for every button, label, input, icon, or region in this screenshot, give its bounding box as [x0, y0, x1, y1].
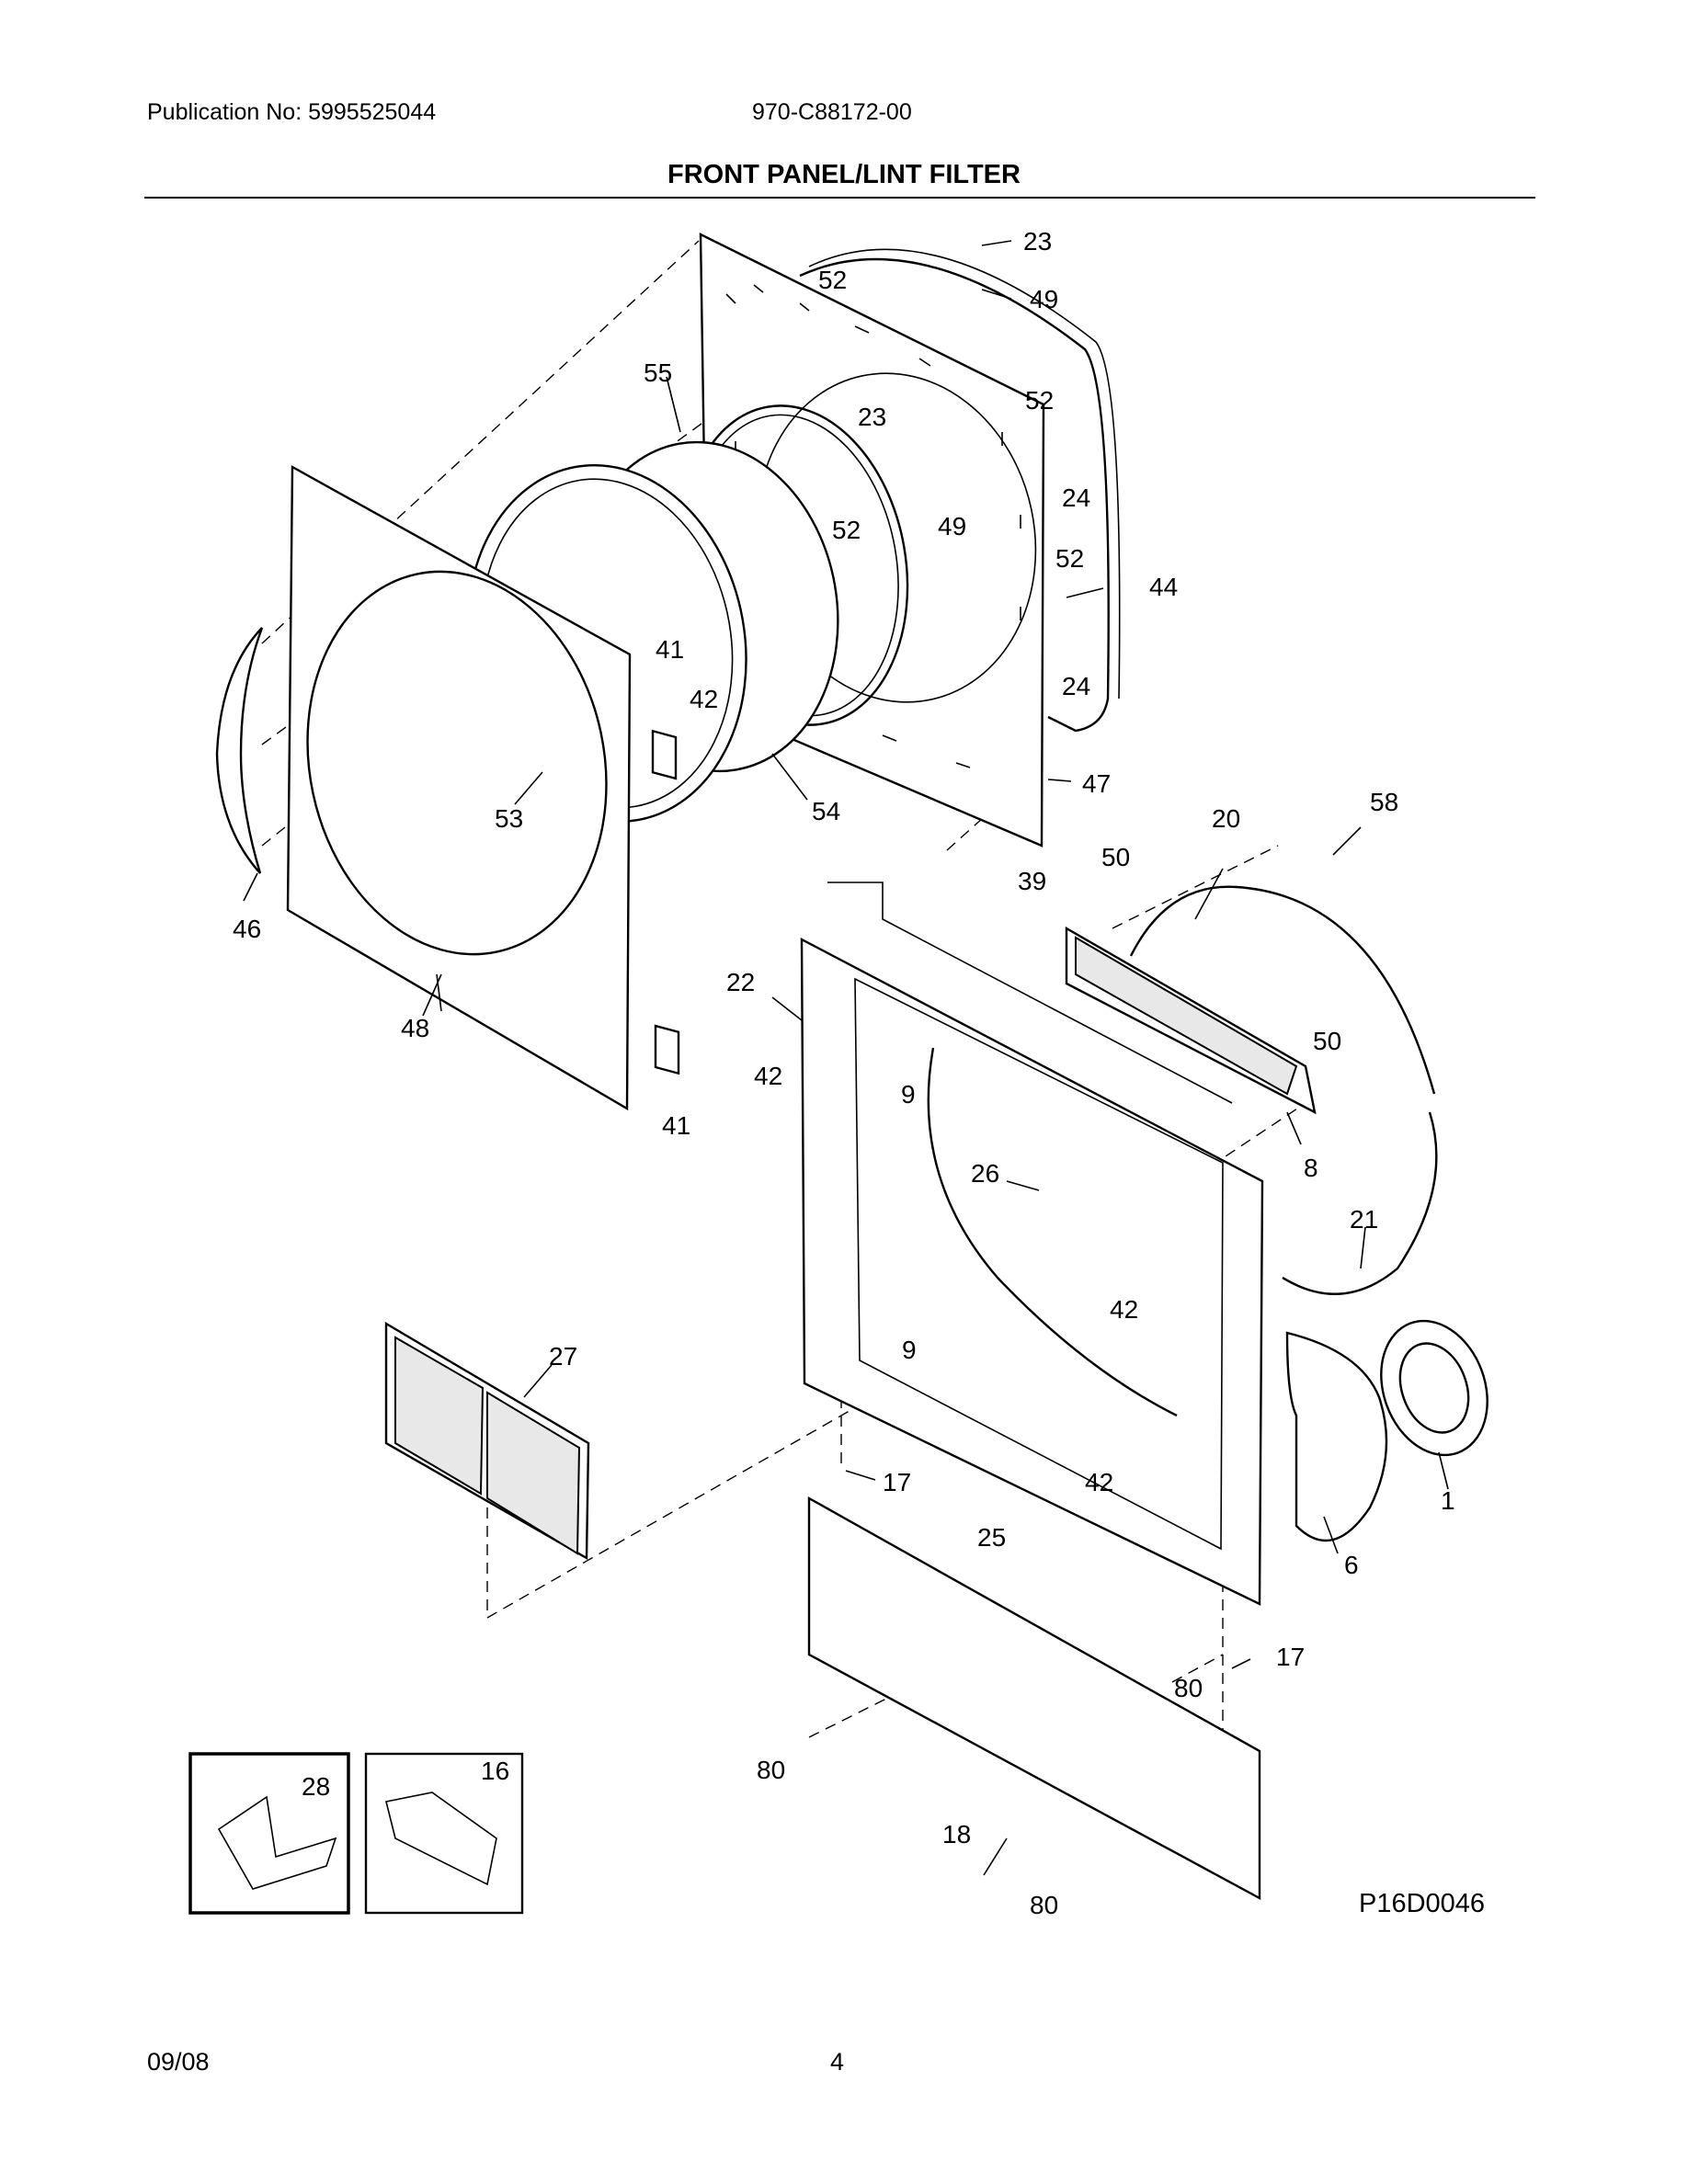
callout-17: 17	[883, 1468, 911, 1496]
callout-42: 42	[754, 1062, 782, 1090]
model-code: 970-C88172-00	[752, 99, 912, 125]
callout-42: 42	[1110, 1295, 1138, 1324]
callout-42: 42	[690, 685, 718, 713]
callout-20: 20	[1212, 804, 1240, 833]
callout-47: 47	[1082, 769, 1111, 798]
callout-44: 44	[1149, 573, 1178, 601]
lint-filter	[384, 1321, 590, 1561]
callout-28: 28	[302, 1772, 330, 1801]
callout-41: 41	[656, 635, 684, 664]
callout-49: 49	[938, 512, 966, 540]
footer-date: 09/08	[147, 2048, 210, 2076]
callout-55: 55	[644, 358, 672, 387]
callout-50: 50	[1101, 843, 1130, 871]
callout-52: 52	[1025, 386, 1054, 415]
callout-6: 6	[1344, 1551, 1359, 1579]
drawing-id: P16D0046	[1359, 1889, 1485, 1918]
callout-46: 46	[233, 915, 261, 943]
title-rule	[144, 197, 1535, 199]
lint-screen-housing	[1065, 926, 1317, 1115]
callout-16: 16	[481, 1757, 509, 1785]
callout-54: 54	[812, 797, 840, 825]
callout-49: 49	[1030, 285, 1058, 313]
publication-number: Publication No: 5995525044	[147, 99, 437, 125]
page-title: FRONT PANEL/LINT FILTER	[667, 160, 1021, 189]
front-frame	[800, 882, 1264, 1606]
callout-22: 22	[726, 968, 755, 996]
door-handle	[215, 627, 264, 874]
callout-leaders	[243, 240, 1449, 1876]
callout-1: 1	[1441, 1486, 1455, 1515]
callout-52: 52	[1055, 544, 1084, 573]
blower-duct	[1285, 1331, 1388, 1542]
callout-18: 18	[942, 1820, 971, 1848]
callout-8: 8	[1304, 1154, 1318, 1182]
callout-23: 23	[858, 403, 886, 431]
callout-42: 42	[1085, 1468, 1113, 1496]
callout-39: 39	[1018, 867, 1046, 895]
callout-24: 24	[1062, 483, 1090, 512]
front-panel	[286, 464, 632, 1111]
callout-26: 26	[971, 1159, 999, 1188]
callout-80: 80	[1174, 1674, 1203, 1702]
callout-23: 23	[1023, 227, 1052, 256]
detail-inset-16	[364, 1752, 524, 1915]
callout-53: 53	[495, 804, 523, 833]
callout-48: 48	[401, 1014, 429, 1042]
callout-9: 9	[902, 1336, 917, 1364]
detail-inset-28	[188, 1752, 350, 1915]
callout-50: 50	[1313, 1027, 1341, 1055]
drum-seal-strips	[1129, 885, 1438, 1295]
footer-page-number: 4	[830, 2048, 845, 2076]
callout-21: 21	[1350, 1205, 1378, 1234]
callout-52: 52	[818, 266, 847, 294]
callout-41: 41	[662, 1111, 690, 1140]
callout-24: 24	[1062, 672, 1090, 700]
callout-58: 58	[1370, 788, 1398, 816]
callout-27: 27	[549, 1342, 577, 1371]
callout-9: 9	[901, 1080, 916, 1109]
callout-80: 80	[1030, 1891, 1058, 1919]
callout-25: 25	[977, 1523, 1006, 1552]
callout-80: 80	[757, 1756, 785, 1784]
callout-52: 52	[832, 516, 861, 544]
bulkhead-seal	[799, 248, 1121, 733]
duct-ring	[1380, 1319, 1488, 1457]
toe-panel	[807, 1496, 1261, 1901]
callout-17: 17	[1276, 1643, 1305, 1671]
door-hinges	[651, 729, 680, 1075]
